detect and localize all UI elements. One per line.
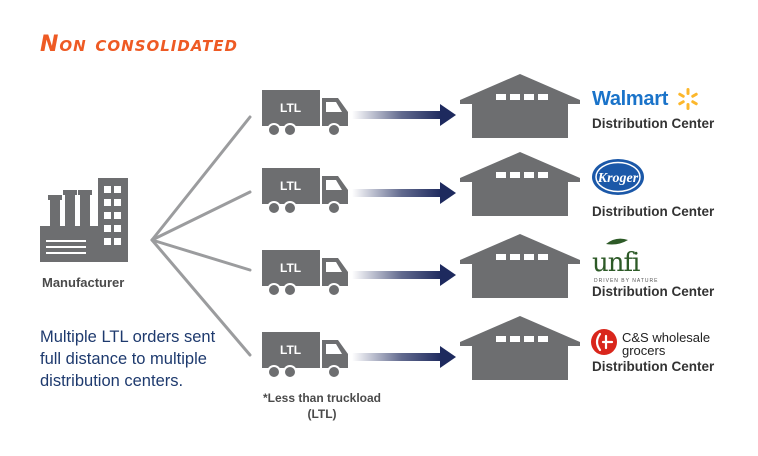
connector-line-2: [150, 190, 252, 242]
connector-line-4: [150, 238, 252, 357]
truck-label: LTL: [280, 179, 301, 193]
unfi-tagline: DRIVEN BY NATURE: [594, 278, 659, 284]
truck-label: LTL: [280, 261, 301, 275]
kroger-logo-text: Kroger: [597, 171, 639, 186]
description-text: Multiple LTL orders sent full distance t…: [40, 328, 216, 390]
page-title: Non consolidated: [40, 32, 238, 57]
warehouse-icon-2: [460, 152, 580, 216]
ltl-footnote: *Less than truckload (LTL): [262, 391, 382, 421]
warehouse-icon-4: [460, 316, 580, 380]
unfi-leaf-icon: [606, 238, 628, 245]
truck-label: LTL: [280, 343, 301, 357]
factory-icon: [40, 178, 128, 262]
warehouse-icon-1: [460, 74, 580, 138]
cs-logo-text: C&S wholesale grocers: [622, 330, 711, 358]
truck-icon-4: LTL: [262, 332, 348, 379]
dc-label-kroger: Distribution Center: [592, 204, 715, 219]
dc-label-unfi: Distribution Center: [592, 284, 715, 299]
walmart-logo: Walmart: [592, 88, 669, 110]
truck-icon-2: LTL: [262, 168, 348, 215]
dc-label-walmart: Distribution Center: [592, 116, 715, 131]
truck-icon-1: LTL: [262, 90, 348, 137]
walmart-spark-icon: [678, 88, 698, 110]
unfi-logo: unfi: [592, 248, 640, 278]
arrow-3: [352, 264, 456, 286]
warehouse-icon-3: [460, 234, 580, 298]
arrow-2: [352, 182, 456, 204]
manufacturer-label: Manufacturer: [42, 275, 125, 290]
truck-label: LTL: [280, 101, 301, 115]
arrow-4: [352, 346, 456, 368]
arrow-1: [352, 104, 456, 126]
connector-line-1: [150, 115, 252, 242]
truck-icon-3: LTL: [262, 250, 348, 297]
cs-logo-icon: [591, 329, 617, 355]
connector-line-3: [150, 238, 252, 272]
connector-lines: [150, 115, 252, 357]
dc-label-cs: Distribution Center: [592, 359, 715, 374]
kroger-logo-icon: Kroger: [592, 159, 644, 195]
